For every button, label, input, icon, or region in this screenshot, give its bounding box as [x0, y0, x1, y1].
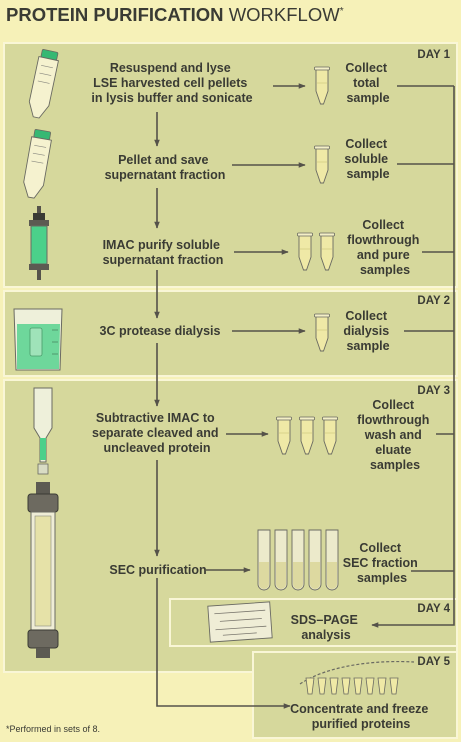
collect-flowthrough-wash-eluate-text: Collect flowthrough wash and eluate samp…	[357, 398, 433, 472]
day2-label: DAY 2	[417, 295, 450, 307]
sds-gel-icon	[207, 601, 273, 643]
gravity-column-icon	[33, 387, 53, 475]
day1-label: DAY 1	[417, 49, 450, 61]
day5-label: DAY 5	[417, 656, 450, 668]
day3-label: DAY 3	[417, 385, 450, 397]
dialysis-step-text: 3C protease dialysis	[100, 324, 221, 338]
collect-sec-fraction-text: Collect SEC fraction samples	[343, 541, 422, 585]
tube-strip-icon	[299, 660, 415, 695]
subtractive-imac-step-text: Subtractive IMAC to separate cleaved and…	[92, 411, 222, 455]
footnote: *Performed in sets of 8.	[6, 724, 101, 734]
pellet-step-text: Pellet and save supernatant fraction	[105, 153, 226, 182]
sec-column-icon	[27, 482, 59, 658]
collect-flowthrough-pure-text: Collect flowthrough and pure samples	[347, 218, 423, 277]
sec-fraction-tubes-icon	[257, 529, 339, 591]
sec-step-text: SEC purification	[109, 563, 206, 577]
beaker-icon	[13, 308, 63, 371]
collect-total-text: Collect total sample	[345, 61, 390, 105]
day1-panel	[3, 42, 458, 288]
lyse-step-text: Resuspend and lyse LSE harvested cell pe…	[91, 61, 252, 105]
page-title: PROTEIN PURIFICATION WORKFLOW*	[6, 4, 344, 25]
collect-dialysis-text: Collect dialysis sample	[343, 309, 392, 353]
collect-soluble-text: Collect soluble sample	[344, 137, 391, 181]
day5-panel	[252, 651, 458, 739]
day4-label: DAY 4	[417, 603, 450, 615]
imac-step-text: IMAC purify soluble supernatant fraction	[103, 238, 224, 267]
concentrate-step-text: Concentrate and freeze purified proteins	[290, 702, 432, 731]
sds-page-step-text: SDS–PAGE analysis	[291, 613, 362, 642]
imac-column-icon	[29, 206, 49, 280]
day2-panel	[3, 290, 458, 377]
